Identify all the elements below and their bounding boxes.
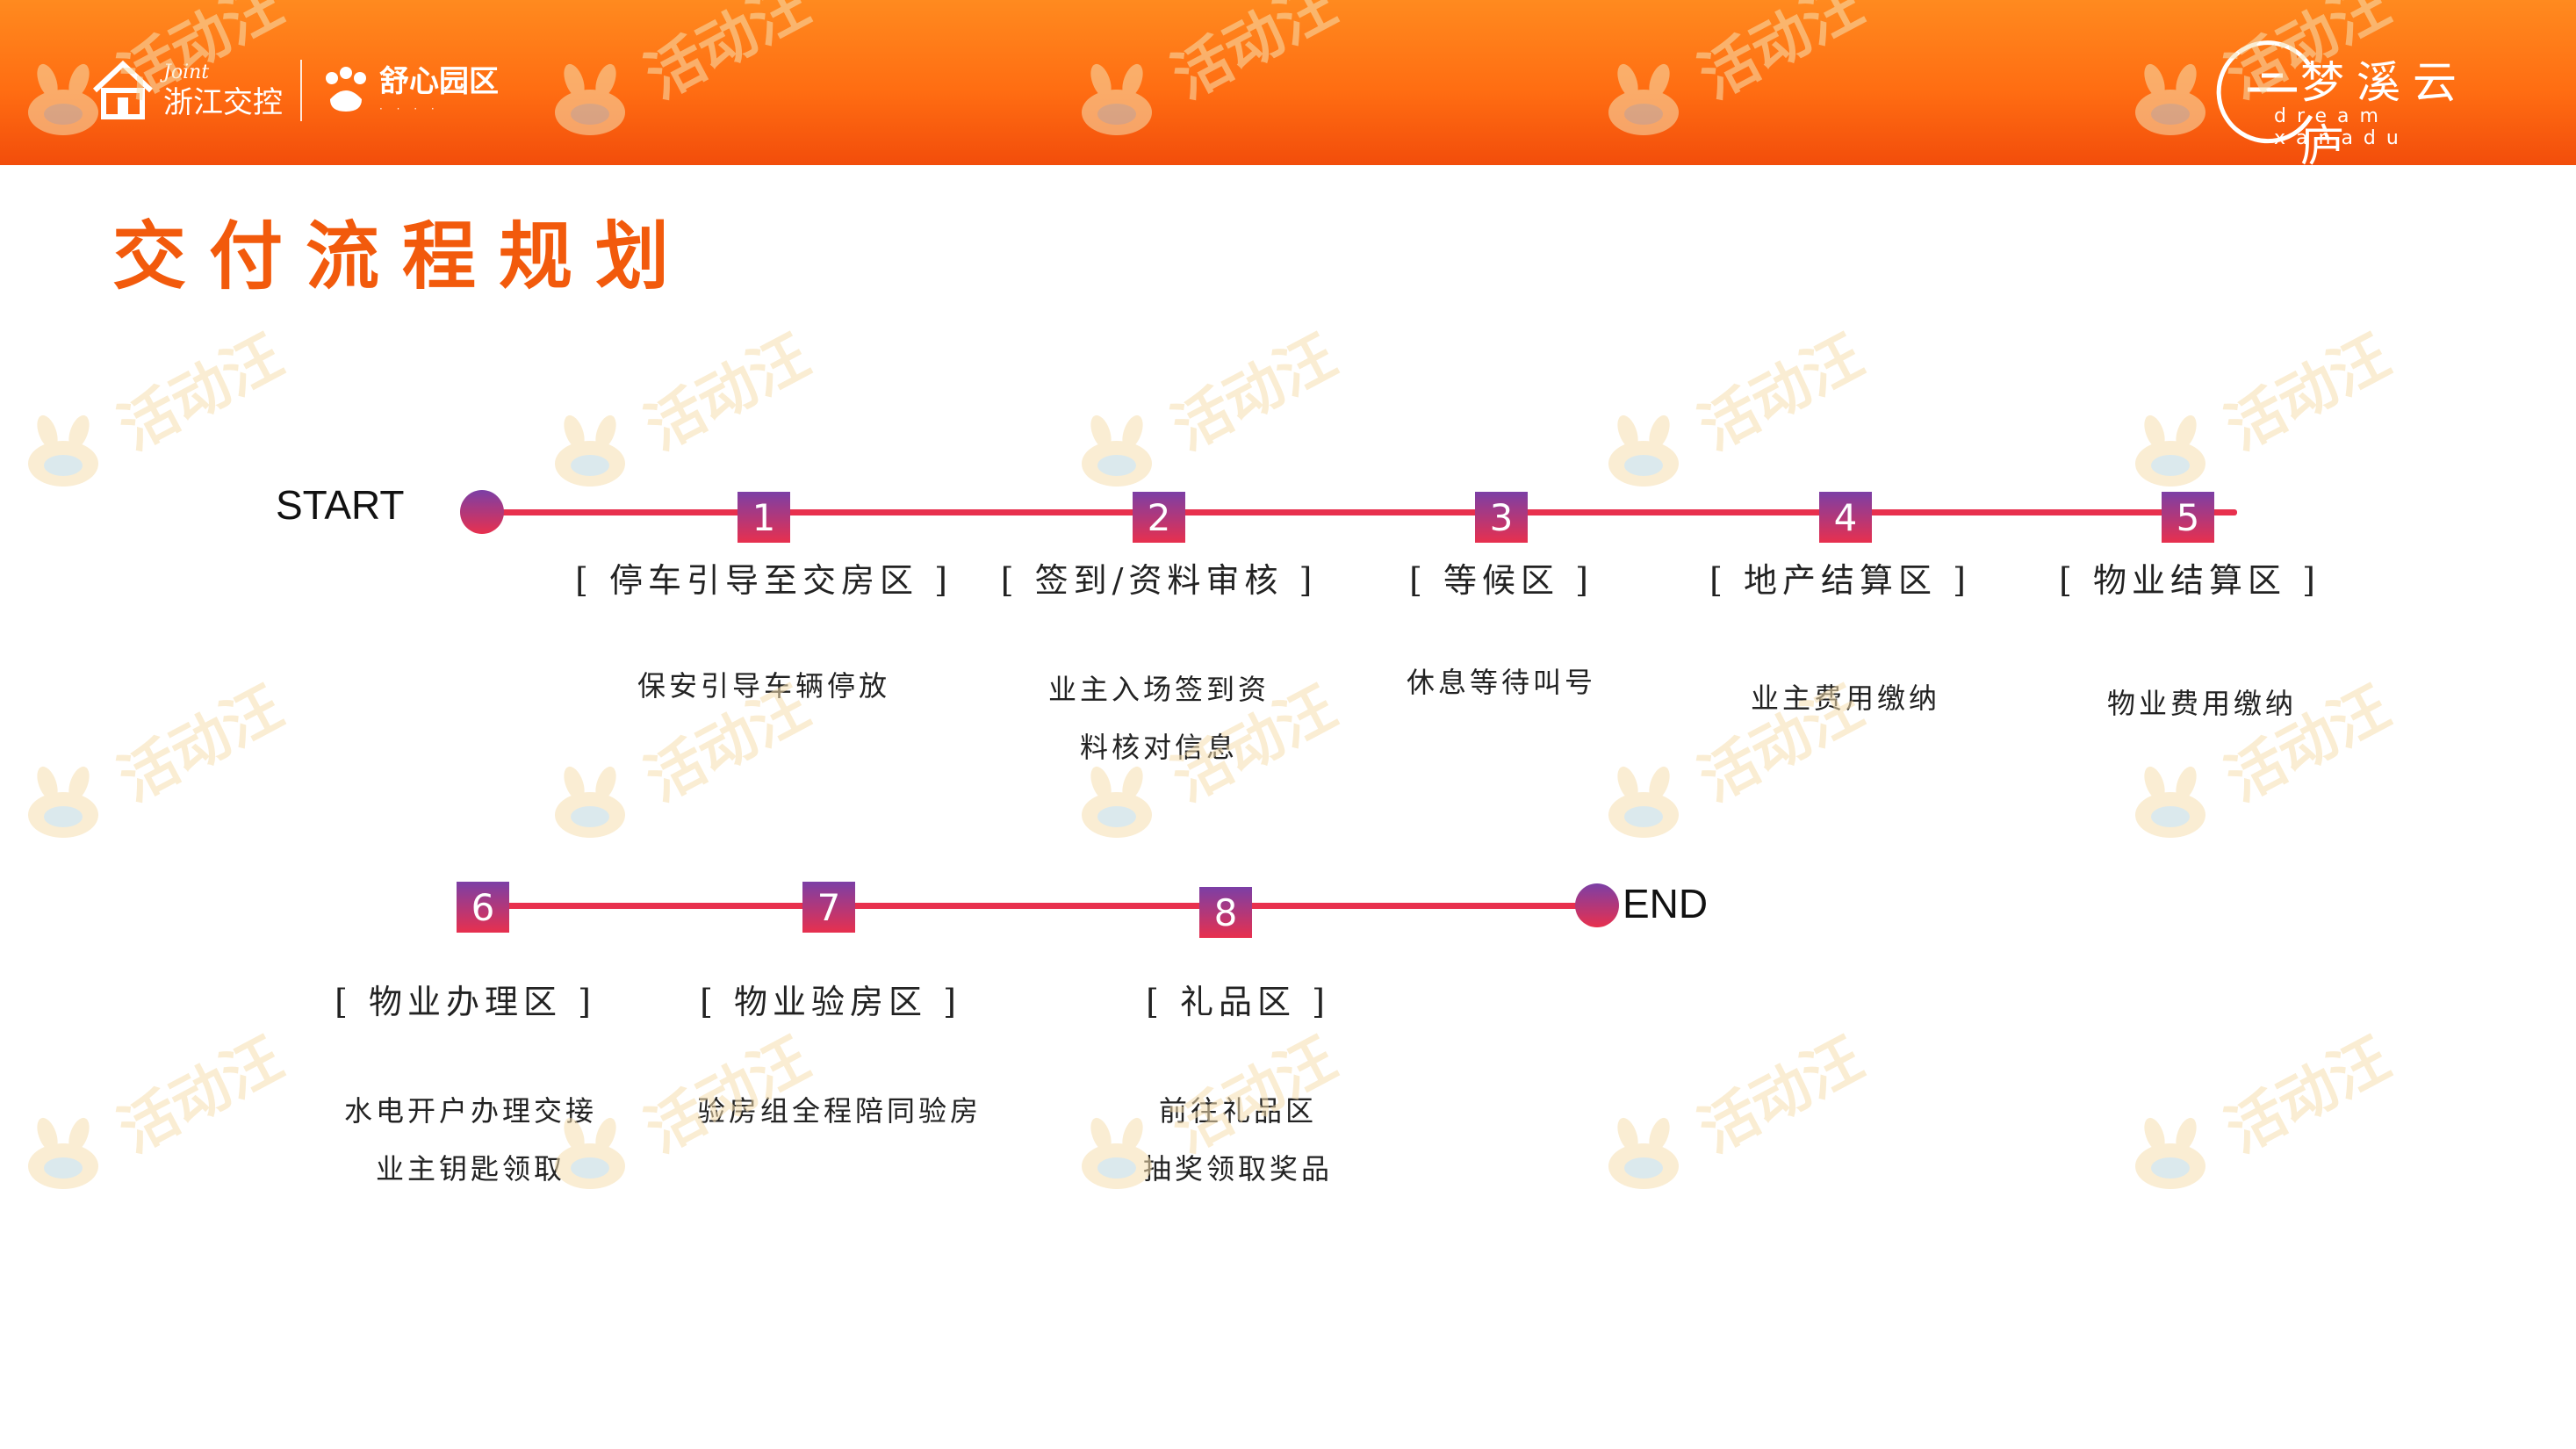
logo-right: 梦溪云庐 dream xanadu (2213, 35, 2502, 171)
watermark-text: 活动汪 (108, 321, 294, 464)
end-dot (1575, 883, 1619, 927)
step-desc-1: 保安引导车辆停放 (637, 657, 890, 715)
mascot-icon (2135, 1117, 2205, 1189)
watermark: 活动汪 (21, 1024, 293, 1221)
mascot-icon (1608, 766, 1679, 838)
logo-separator (300, 60, 302, 121)
watermark: 活动汪 (21, 673, 293, 869)
step-desc-5: 物业费用缴纳 (2107, 674, 2297, 732)
start-dot (460, 490, 504, 534)
step-desc-6-line-2: 业主钥匙领取 (375, 1152, 566, 1186)
step-name-1: [ 停车引导至交房区 ] (575, 561, 953, 600)
mascot-icon (2135, 415, 2205, 487)
end-label: END (1623, 881, 1709, 926)
step-desc-8-line-1: 前往礼品区 (1158, 1094, 1318, 1128)
mascot-icon (1608, 415, 1679, 487)
watermark-text: 活动汪 (1162, 321, 1348, 464)
watermark-text: 活动汪 (108, 673, 294, 815)
step-name-8: [ 礼品区 ] (1146, 983, 1330, 1021)
header-banner: Joint 浙江交控 舒心园区 · · · · 梦溪云庐 dream (0, 0, 2576, 171)
paw-icon (326, 67, 366, 112)
logo-left-en: Joint (163, 61, 210, 83)
step-desc-3: 休息等待叫号 (1407, 653, 1596, 711)
mascot-icon (555, 415, 625, 487)
step-name-7: [ 物业验房区 ] (700, 983, 961, 1021)
mascot-icon (1082, 415, 1152, 487)
logo-left-zh: 浙江交控 (163, 85, 283, 120)
watermark-text: 活动汪 (2215, 1024, 2401, 1166)
step-name-2: [ 签到/资料审核 ] (1000, 561, 1318, 600)
step-desc-2: 业主入场签到资 料核对信息 (1048, 660, 1270, 776)
mascot-icon (1608, 1117, 1679, 1189)
watermark: 活动汪 (21, 321, 293, 518)
step-desc-2-line-2: 料核对信息 (1079, 731, 1239, 764)
logo-right-zh: 梦溪云庐 (2300, 57, 2469, 171)
step-desc-5-line-1: 物业费用缴纳 (2106, 687, 2298, 720)
mascot-icon (555, 766, 625, 838)
watermark: 活动汪 (548, 321, 820, 518)
step-name-4: [ 地产结算区 ] (1709, 561, 1971, 600)
ring-logo-icon (2216, 40, 2313, 144)
start-label: START (276, 482, 405, 528)
flow-line-row2 (479, 903, 1612, 909)
watermark: 活动汪 (1601, 1024, 1874, 1221)
flow-line-row1 (481, 509, 2237, 515)
step-marker-2: 2 (1133, 492, 1185, 543)
mascot-icon (28, 766, 98, 838)
step-desc-7-line-1: 验房组全程陪同验房 (696, 1094, 982, 1128)
step-marker-6: 6 (457, 882, 509, 933)
watermark: 活动汪 (1601, 321, 1874, 518)
step-marker-3: 3 (1475, 492, 1528, 543)
watermark-text: 活动汪 (1688, 321, 1874, 464)
step-marker-1: 1 (738, 492, 790, 543)
logo-park-zh: 舒心园区 (379, 64, 499, 99)
step-desc-8: 前往礼品区 抽奖领取奖品 (1143, 1082, 1333, 1198)
step-desc-1-line-1: 保安引导车辆停放 (637, 669, 891, 703)
watermark-text: 活动汪 (635, 321, 821, 464)
step-name-6: [ 物业办理区 ] (335, 983, 596, 1021)
watermark: 活动汪 (1601, 673, 1874, 869)
step-desc-4-line-1: 业主费用缴纳 (1750, 681, 1941, 715)
watermark: 活动汪 (548, 673, 820, 869)
step-desc-4: 业主费用缴纳 (1751, 669, 1940, 727)
step-marker-7: 7 (802, 882, 855, 933)
step-desc-7: 验房组全程陪同验房 (697, 1082, 982, 1140)
watermark: 活动汪 (2128, 673, 2400, 869)
step-name-3: [ 等候区 ] (1409, 561, 1594, 600)
step-desc-8-line-2: 抽奖领取奖品 (1142, 1152, 1334, 1186)
logo-park-sub: · · · · (379, 103, 440, 115)
logo-left: Joint 浙江交控 舒心园区 · · · · (88, 51, 499, 130)
step-marker-5: 5 (2162, 492, 2214, 543)
mascot-icon (2135, 766, 2205, 838)
house-icon (92, 60, 154, 119)
step-marker-8: 8 (1199, 887, 1252, 938)
watermark-text: 活动汪 (108, 1024, 294, 1166)
step-desc-3-line-1: 休息等待叫号 (1406, 666, 1597, 699)
mascot-icon (28, 1117, 98, 1189)
step-desc-6: 水电开户办理交接 业主钥匙领取 (344, 1082, 597, 1198)
logo-right-en: dream xanadu (2274, 105, 2409, 149)
step-marker-4: 4 (1819, 492, 1872, 543)
watermark-text: 活动汪 (2215, 321, 2401, 464)
step-desc-2-line-1: 业主入场签到资 (1047, 673, 1270, 706)
watermark-text: 活动汪 (1688, 1024, 1874, 1166)
page-title: 交付流程规划 (112, 213, 693, 299)
step-name-5: [ 物业结算区 ] (2059, 561, 2321, 600)
mascot-icon (28, 415, 98, 487)
watermark: 活动汪 (2128, 1024, 2400, 1221)
step-desc-6-line-1: 水电开户办理交接 (343, 1094, 598, 1128)
